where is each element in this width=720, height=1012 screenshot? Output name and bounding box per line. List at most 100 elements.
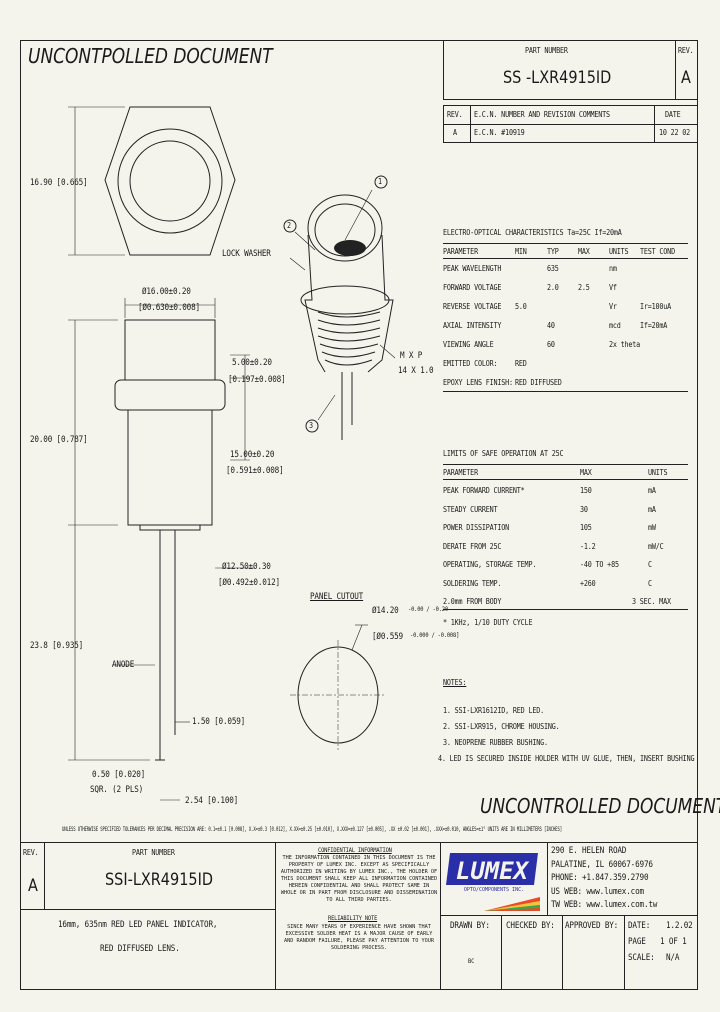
hex-nut-outline bbox=[104, 106, 236, 256]
dim-238: 23.8 [0.935] bbox=[30, 641, 84, 651]
svg-text:LUMEX: LUMEX bbox=[456, 857, 530, 885]
eo-cell: 2.0 bbox=[547, 283, 559, 292]
dim-1500: 15.00±0.20 bbox=[230, 450, 275, 460]
uncontrolled-bottom: UNCONTROLLED DOCUMENT bbox=[480, 794, 720, 818]
drawn-by-label: DRAWN BY: bbox=[450, 921, 490, 931]
tw-web-link[interactable]: TW WEB: www.lumex.com.tw bbox=[551, 900, 658, 910]
address-2: PALATINE, IL 60067-6976 bbox=[551, 860, 653, 870]
eo-table bbox=[443, 243, 688, 393]
tb-conf-text: THE INFORMATION CONTAINED IN THIS DOCUME… bbox=[280, 855, 438, 903]
limits-title: LIMITS OF SAFE OPERATION AT 25C bbox=[443, 449, 564, 458]
thread-size: 14 X 1.0 bbox=[398, 366, 434, 376]
callout-circle-2 bbox=[283, 219, 297, 233]
limits-cell: mA bbox=[648, 504, 656, 514]
eo-header: MAX bbox=[578, 247, 590, 256]
eo-cell: Vr bbox=[609, 302, 617, 311]
eo-cell: REVERSE VOLTAGE bbox=[443, 302, 502, 311]
iso-lens-rim bbox=[307, 194, 383, 262]
rev-label: REV. bbox=[678, 46, 694, 55]
tb-rel-text: SINCE MANY YEARS OF EXPERIENCE HAVE SHOW… bbox=[284, 924, 434, 951]
rev-header-cell bbox=[675, 40, 698, 100]
limits-cell: mA bbox=[648, 486, 656, 495]
part-number: SS -LXR4915ID bbox=[503, 68, 612, 88]
limits-cell: 3 SEC. MAX bbox=[632, 597, 671, 606]
limits-cell: PEAK FORWARD CURRENT* bbox=[443, 486, 525, 495]
tb-rev: A bbox=[28, 876, 38, 896]
tb-conf-title: CONFIDENTIAL INFORMATION bbox=[318, 847, 392, 854]
limits-cell: OPERATING, STORAGE TEMP. bbox=[443, 560, 537, 569]
limits-cell: -1.2 bbox=[580, 541, 596, 551]
iso-housing-right bbox=[367, 234, 394, 373]
limits-cell: mW bbox=[648, 523, 656, 532]
hex-nut-inner-ring bbox=[129, 140, 211, 222]
lumex-logo-icon: LUMEX OPTO/COMPONENTS INC. bbox=[444, 845, 544, 913]
eo-cell: mcd bbox=[609, 321, 621, 330]
scale-value: N/A bbox=[666, 953, 680, 963]
eo-header: UNITS bbox=[609, 247, 629, 256]
callout-circle-1 bbox=[374, 175, 388, 189]
dim-500-in: [0.197±0.008] bbox=[228, 375, 286, 385]
note-1: 1. SSI-LXR1612ID, RED LED. bbox=[443, 706, 544, 715]
hex-nut-outer-ring bbox=[117, 128, 223, 234]
date-value: 1.2.02 bbox=[666, 921, 693, 931]
iso-housing-left bbox=[304, 234, 326, 373]
eo-header: PARAMETER bbox=[443, 247, 478, 256]
date-label: DATE: bbox=[628, 921, 651, 931]
eo-cell: 5.0 bbox=[515, 302, 527, 311]
limits-cell: 105 bbox=[580, 523, 592, 532]
notes-title: NOTES: bbox=[443, 678, 467, 687]
iso-lens-inner bbox=[314, 203, 376, 257]
dim-1250: Ø12.50±0.30 bbox=[222, 562, 271, 572]
dim-559-tol: -0.000 / -0.008] bbox=[410, 632, 460, 639]
note-4: 4. LED IS SECURED INSIDE HOLDER WITH UV … bbox=[438, 754, 695, 763]
dim-hex: 16.90 [0.665] bbox=[30, 178, 88, 188]
svg-text:OPTO/COMPONENTS INC.: OPTO/COMPONENTS INC. bbox=[464, 887, 524, 893]
approved-by-label: APPROVED BY: bbox=[565, 921, 619, 931]
eo-cell: EMITTED COLOR: bbox=[443, 359, 498, 368]
dim-1420: Ø14.20 bbox=[372, 606, 399, 616]
tb-date-cell bbox=[624, 915, 698, 990]
limits-header: UNITS bbox=[648, 468, 668, 477]
limits-cell: POWER DISSIPATION bbox=[443, 523, 510, 532]
eo-cell: VIEWING ANGLE bbox=[443, 340, 494, 349]
dim-050: 0.50 [0.020] bbox=[92, 770, 146, 780]
eo-cell: RED DIFFUSED bbox=[515, 378, 562, 387]
date-cell: 10 22 02 bbox=[659, 128, 691, 137]
eo-cell: 635 bbox=[547, 264, 559, 273]
eo-cell: Vf bbox=[609, 283, 617, 292]
rev-col-header: REV. bbox=[447, 110, 463, 119]
limits-cell: STEADY CURRENT bbox=[443, 504, 498, 514]
eo-cell: 2x theta bbox=[609, 340, 641, 349]
callout-1: 1 bbox=[378, 177, 382, 186]
limits-cell: C bbox=[648, 560, 652, 569]
us-web-link[interactable]: US WEB: www.lumex.com bbox=[551, 887, 644, 897]
dim-150: 1.50 [0.059] bbox=[192, 717, 246, 727]
eo-header: MIN bbox=[515, 247, 527, 256]
callout-3: 3 bbox=[309, 421, 313, 430]
iso-thread-rings bbox=[317, 311, 381, 366]
eo-cell: AXIAL INTENSITY bbox=[443, 321, 502, 330]
dim-1420-tol: -0.00 / -0.20 bbox=[408, 606, 448, 613]
dim-500: 5.00±0.20 bbox=[232, 358, 272, 368]
eo-cell: 40 bbox=[547, 321, 555, 330]
thread-label: M X P bbox=[400, 351, 423, 361]
tb-desc-1: 16mm, 635nm RED LED PANEL INDICATOR, bbox=[58, 920, 218, 930]
limits-cell: mW/C bbox=[648, 541, 664, 551]
limits-cell: C bbox=[648, 578, 652, 588]
limits-footnote: * 1KHz, 1/10 DUTY CYCLE bbox=[443, 618, 533, 627]
limits-cell: 30 bbox=[580, 504, 588, 514]
page-label: PAGE bbox=[628, 937, 646, 947]
dim-dia-top: Ø16.00±0.20 bbox=[142, 287, 191, 297]
limits-cell: 2.0mm FROM BODY bbox=[443, 597, 502, 606]
tb-part-label: PART NUMBER bbox=[132, 848, 175, 857]
tolerances-line: UNLESS OTHERWISE SPECIFIED TOLERANCES PE… bbox=[62, 826, 562, 833]
eo-header: TYP bbox=[547, 247, 559, 256]
phone: PHONE: +1.847.359.2790 bbox=[551, 873, 649, 883]
limits-cell: DERATE FROM 25C bbox=[443, 541, 502, 551]
dim-559: [Ø0.559 bbox=[372, 632, 403, 642]
rev-cell: A bbox=[453, 128, 457, 137]
eo-cell: nm bbox=[609, 264, 617, 273]
drawn-by: BC bbox=[468, 958, 475, 965]
eo-cell: EPOXY LENS FINISH: bbox=[443, 378, 513, 387]
